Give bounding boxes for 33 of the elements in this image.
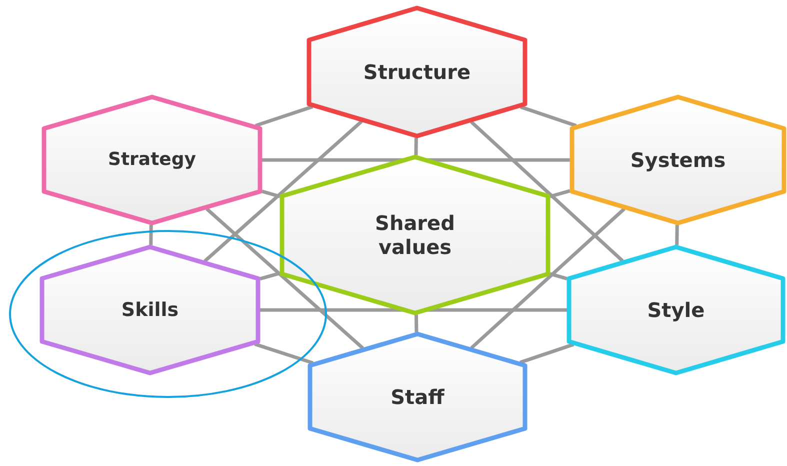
hexagon-node xyxy=(40,245,260,375)
connector-line xyxy=(262,158,570,162)
hexagon-node xyxy=(307,6,527,138)
hexagon-node xyxy=(308,332,527,462)
connector-line xyxy=(255,105,314,128)
connector-line xyxy=(414,314,418,332)
hexagon-node xyxy=(567,245,785,375)
connector-line xyxy=(149,224,153,246)
node-label: Structure xyxy=(363,60,471,84)
connector-line xyxy=(550,189,570,198)
connector-line xyxy=(550,272,568,280)
connector-line xyxy=(260,308,567,312)
connector-line xyxy=(206,208,364,350)
connector-line xyxy=(260,272,280,281)
connector-line xyxy=(675,224,679,246)
node-label: Style xyxy=(647,298,705,322)
highlight-ellipse xyxy=(9,230,327,398)
node-label: Strategy xyxy=(108,149,196,171)
connector-line xyxy=(204,120,363,262)
node-label: Skills xyxy=(121,298,179,322)
connector-line xyxy=(520,105,577,128)
hexagon-node xyxy=(570,95,786,225)
hexagon-node xyxy=(280,155,550,315)
node-label: Shared values xyxy=(374,211,456,259)
connector-line xyxy=(520,342,574,364)
connector-line xyxy=(262,190,280,198)
connector-line xyxy=(470,208,626,350)
node-label: Staff xyxy=(390,385,444,409)
hexagon-node xyxy=(42,95,262,225)
connector-line xyxy=(414,138,418,156)
node-label: Systems xyxy=(630,148,726,172)
connector-line xyxy=(254,342,314,365)
connector-line xyxy=(470,120,624,262)
